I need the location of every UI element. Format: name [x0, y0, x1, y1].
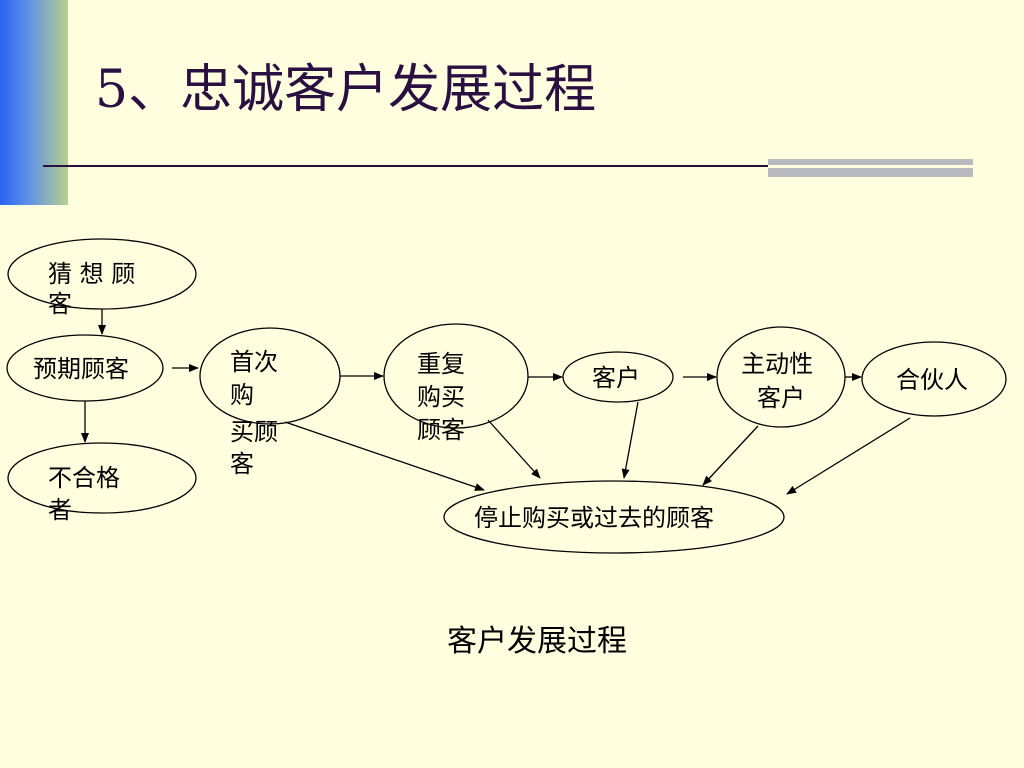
- diagram-caption: 客户发展过程: [447, 624, 627, 659]
- arrow-customer-to-lapsed: [621, 401, 639, 479]
- node-unqualified-ellipse: [7, 442, 197, 514]
- node-repeat-buy-ellipse: [383, 323, 529, 429]
- node-repeat-buy-label: 重复 购买 顾客: [417, 350, 473, 444]
- node-partner-line: 合伙人: [896, 366, 968, 394]
- node-customer-line: 客户: [592, 364, 640, 392]
- node-guess-line: 客: [48, 290, 72, 318]
- slide-title: 5、忠诚客户发展过程: [95, 60, 597, 120]
- node-prospect-label: 预期顾客: [33, 355, 129, 383]
- node-partner-ellipse: [861, 341, 1007, 417]
- node-first-buy-line: 买顾: [230, 418, 278, 446]
- title-rule: [43, 165, 973, 167]
- side-accent-bar: [0, 0, 68, 205]
- title-rule-accent: [768, 159, 973, 177]
- arrow-active-to-lapsed: [702, 425, 759, 486]
- node-active-line: 主动性: [741, 350, 813, 378]
- arrow-partner-to-lapsed: [786, 417, 911, 495]
- node-lapsed-label: 停止购买或过去的顾客: [474, 504, 714, 532]
- node-guess-label: 猜 想 顾 客: [48, 260, 143, 318]
- node-first-buy-label: 首次 购 买顾 客: [230, 348, 286, 478]
- node-first-buy-ellipse: [199, 327, 341, 425]
- node-repeat-buy-line: 重复: [417, 350, 465, 378]
- node-unqualified-line: 不合格: [48, 464, 120, 492]
- node-unqualified-label: 不合格 者: [48, 464, 128, 524]
- arrow-first-buy-to-lapsed: [284, 421, 485, 491]
- node-customer-label: 客户: [592, 364, 640, 392]
- node-first-buy-line: 首次: [230, 348, 278, 376]
- node-active-label: 主动性 客户: [741, 350, 821, 412]
- arrow-repeat-buy-to-lapsed: [487, 419, 541, 479]
- node-partner-label: 合伙人: [896, 366, 968, 394]
- node-first-buy-line: 购: [230, 381, 254, 409]
- node-lapsed-line: 停止购买或过去的顾客: [474, 504, 714, 532]
- node-first-buy-line: 客: [230, 450, 254, 478]
- node-guess-line: 猜 想 顾: [48, 260, 135, 288]
- node-customer-ellipse: [562, 351, 674, 403]
- node-lapsed-ellipse: [443, 480, 785, 554]
- node-unqualified-line: 者: [48, 496, 72, 524]
- node-repeat-buy-line: 顾客: [417, 416, 465, 444]
- node-repeat-buy-line: 购买: [417, 383, 465, 411]
- node-active-line: 客户: [757, 384, 805, 412]
- node-prospect-line: 预期顾客: [33, 355, 129, 383]
